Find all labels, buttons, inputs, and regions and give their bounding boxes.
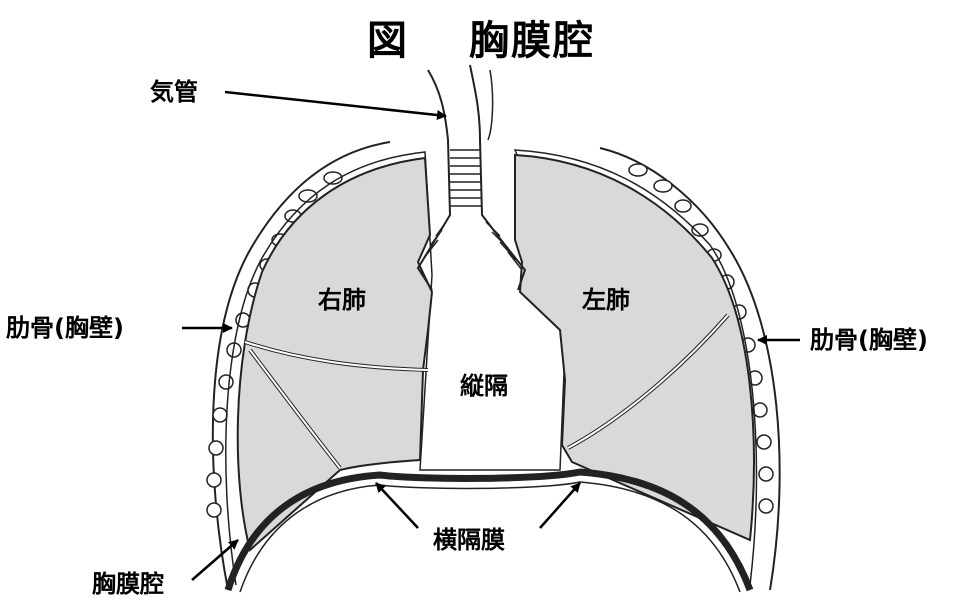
label-trachea: 気管: [150, 80, 198, 104]
label-right-lung: 右肺: [318, 288, 366, 312]
label-left-lung: 左肺: [582, 288, 630, 312]
label-rib-left: 肋骨(胸壁): [6, 316, 124, 340]
trachea: [418, 65, 525, 290]
diaphragm-arrow-left: [376, 483, 418, 528]
diaphragm-arrow-right: [540, 483, 580, 528]
trachea-arrow: [225, 92, 446, 116]
label-rib-right: 肋骨(胸壁): [810, 328, 928, 352]
label-pleural-cavity: 胸膜腔: [92, 572, 164, 596]
label-diaphragm: 横隔膜: [433, 528, 505, 552]
label-mediastinum: 縦隔: [460, 374, 508, 398]
right-lung: [238, 158, 432, 550]
